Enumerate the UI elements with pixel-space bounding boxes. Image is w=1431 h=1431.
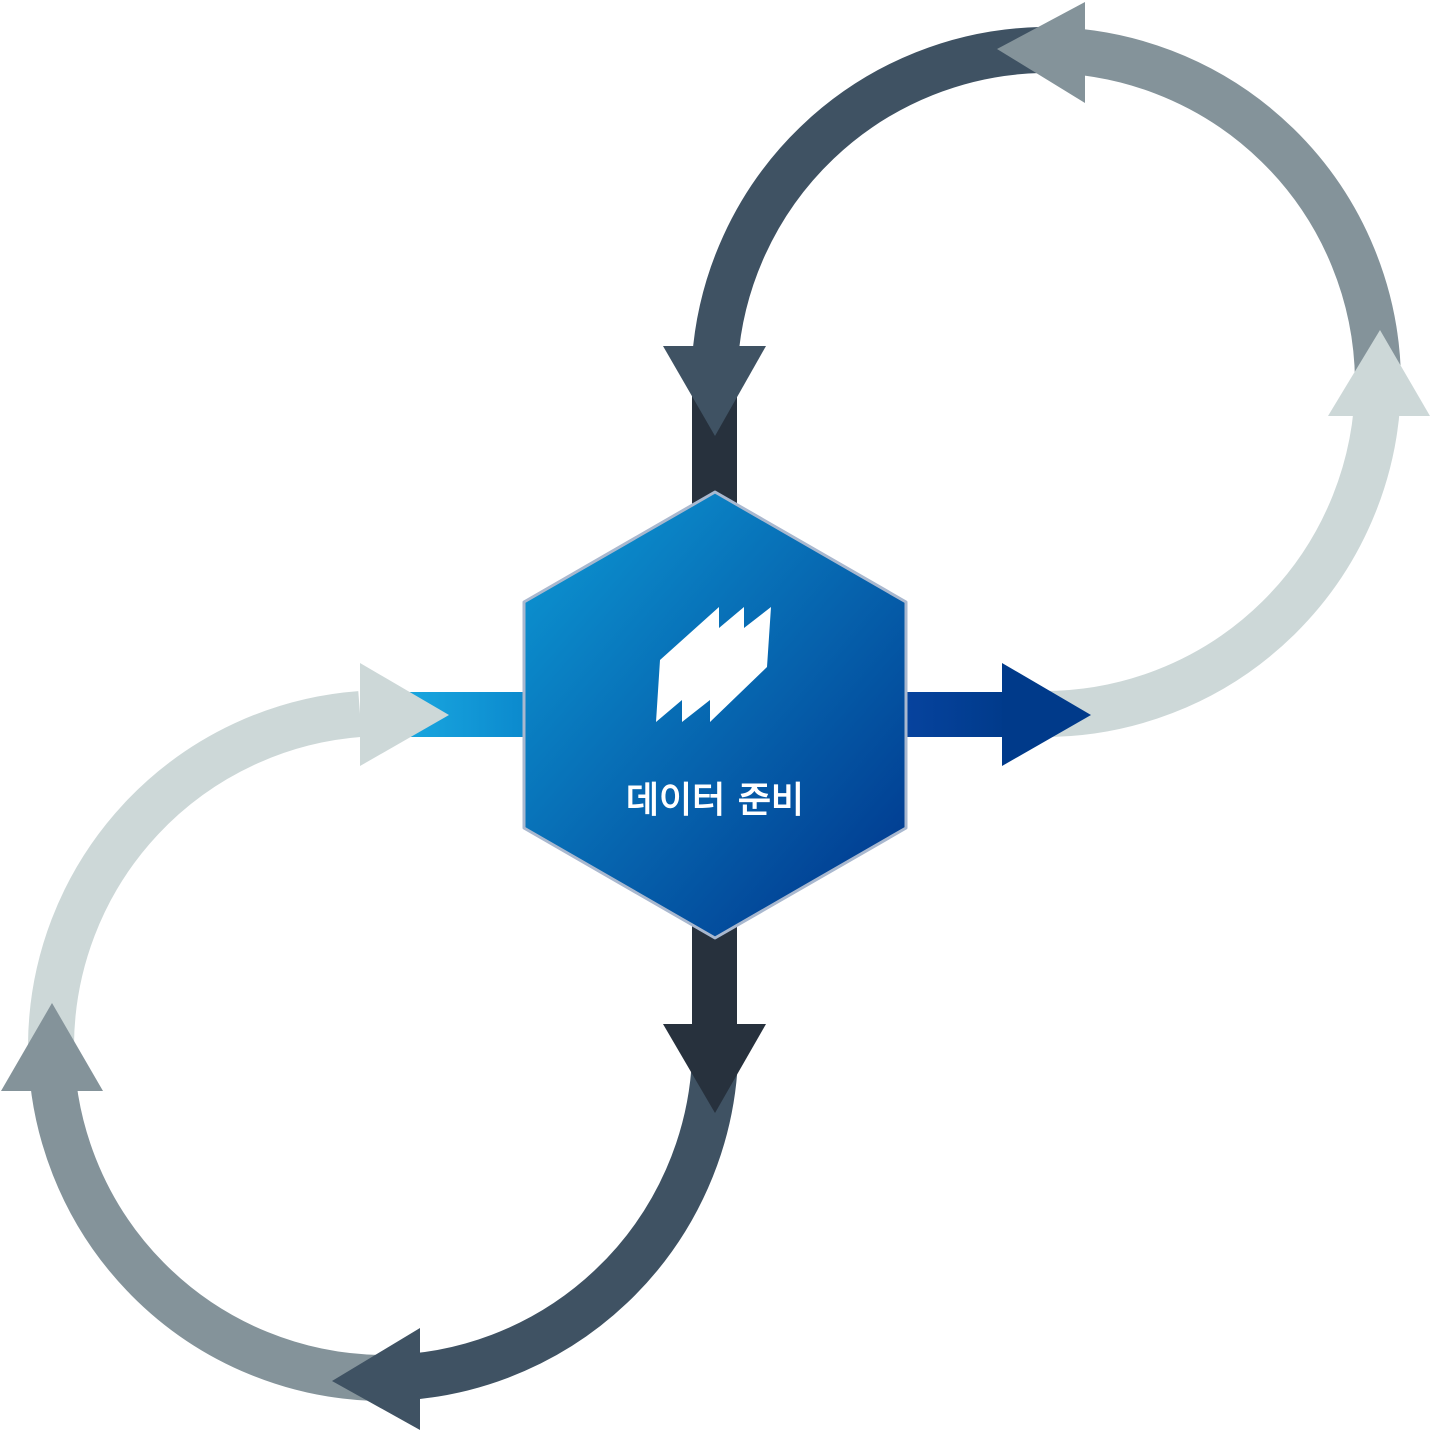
upper-loop-right-arrowhead	[1328, 330, 1430, 416]
upper-loop-top-arrowhead	[997, 2, 1085, 103]
lower-loop-bottom-arrowhead	[332, 1328, 420, 1430]
lower-loop-left-arrowhead	[1, 1003, 103, 1091]
bottom-connector-arrowhead	[663, 1024, 766, 1113]
upper-loop-bottom-right-arc	[1039, 379, 1401, 738]
lower-loop-bottom-left-arc	[28, 1044, 381, 1401]
lower-loop-top-left-arc	[28, 691, 362, 1046]
hub: 데이터 준비	[522, 490, 908, 940]
upper-loop-left-arc	[692, 27, 1041, 362]
factory-logo-icon	[656, 607, 771, 722]
lower-loop	[1, 691, 738, 1430]
upper-loop-top-right-arc	[1039, 26, 1401, 381]
left-connector-arrowhead	[360, 663, 449, 766]
top-connector-arrowhead	[663, 346, 766, 436]
upper-loop	[692, 2, 1430, 738]
hub-connectors	[360, 346, 1091, 1113]
right-connector-arrowhead	[1002, 663, 1091, 766]
right-connector-bar	[895, 692, 1010, 737]
lower-loop-right-arc	[379, 1058, 738, 1402]
hub-label: 데이터 준비	[626, 780, 804, 821]
